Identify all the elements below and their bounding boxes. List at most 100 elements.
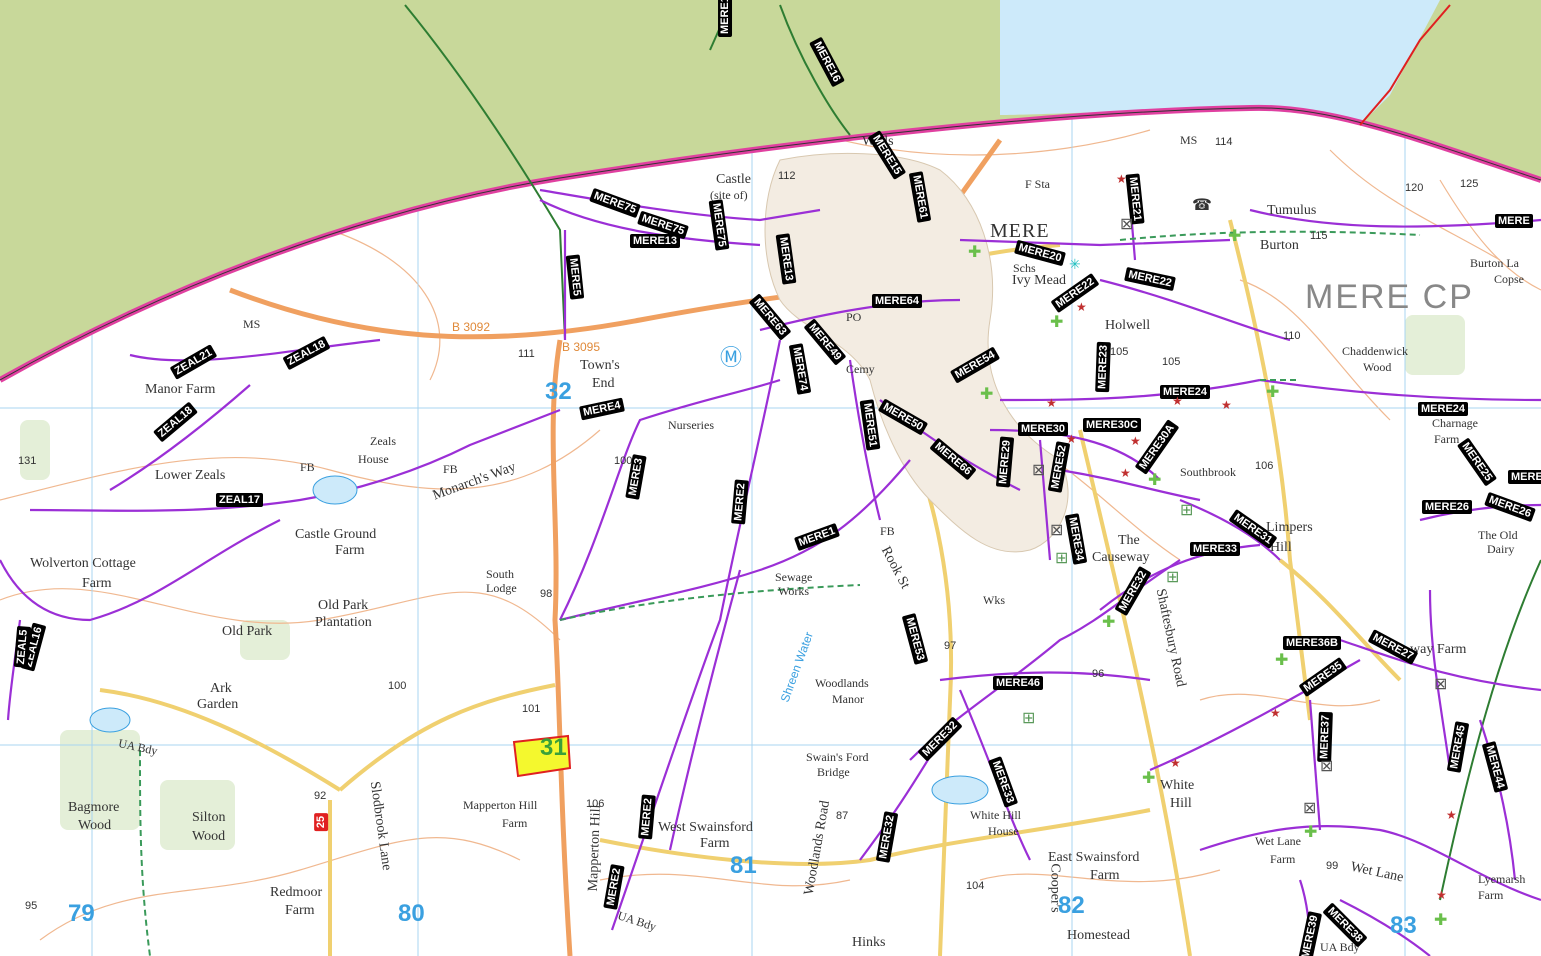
row-tag-mere: MERE <box>1508 470 1541 484</box>
contour-line <box>39 837 521 941</box>
grid-number-83: 83 <box>1390 912 1417 939</box>
right-of-way-path <box>1308 699 1322 831</box>
spot-height: 100 <box>388 680 407 692</box>
ancient-monument-icon: ★ <box>1076 300 1087 314</box>
place-white-hill-house: White Hill <box>970 808 1021 822</box>
junction-icon: ✚ <box>968 244 982 261</box>
place-west-swainsford-farm: Farm <box>700 836 730 851</box>
parcel-label: 31 <box>540 734 567 761</box>
spot-height: 105 <box>1110 346 1129 358</box>
place-castle-ground-farm: Farm <box>335 543 365 558</box>
right-of-way-path <box>1339 899 1431 956</box>
cross-box-icon: ⊠ <box>1032 462 1046 479</box>
right-of-way-path <box>1059 468 1201 502</box>
ancient-monument-icon: ★ <box>1446 808 1457 822</box>
ancient-monument-icon: ★ <box>1066 432 1077 446</box>
footpath-dashed <box>559 584 861 621</box>
place-nurseries: Nurseries <box>668 418 714 432</box>
spot-height: 114 <box>1215 136 1233 148</box>
right-of-way-path <box>0 519 281 622</box>
place-wet-lane-farm: Farm <box>1270 852 1296 866</box>
spot-height: 104 <box>966 880 985 892</box>
grid-number-80: 80 <box>398 900 425 927</box>
place-dairy: Dairy <box>1487 542 1515 556</box>
place-redmoor: Redmoor <box>270 885 323 900</box>
row-tag-mere16: MERE16 <box>718 0 733 38</box>
row-tag-mere23: MERE23 <box>1095 341 1111 393</box>
spot-height: 95 <box>25 900 38 912</box>
place-zeals: Zeals <box>370 434 396 448</box>
grid-number-32: 32 <box>545 378 572 405</box>
ancient-monument-icon: ★ <box>1172 394 1183 408</box>
place-silton-wood: Wood <box>192 829 226 844</box>
place-wolverton-cottage: Wolverton Cottage <box>30 556 136 571</box>
green-path <box>404 4 566 341</box>
place-bagmore: Bagmore <box>68 800 120 815</box>
row-tag-mere13: MERE13 <box>630 234 681 248</box>
row-tag-zeal17: ZEAL17 <box>216 493 263 507</box>
place-old-park: Old Park <box>222 624 273 639</box>
road-b <box>550 339 573 956</box>
place-southbrook: Southbrook <box>1180 465 1237 479</box>
place-hinks: Hinks <box>852 935 886 950</box>
contour-line <box>0 429 601 501</box>
grid-number-82: 82 <box>1058 892 1085 919</box>
place-white: White <box>1160 778 1195 793</box>
right-of-way-path <box>1478 719 1517 881</box>
place-cemy: Cemy <box>846 362 875 376</box>
road-minor <box>99 688 342 792</box>
right-of-way-path <box>1259 378 1541 402</box>
ancient-monument-icon: ★ <box>1170 756 1181 770</box>
place-mapperton-hill: Mapperton Hill <box>463 798 538 812</box>
junction-icon: ✚ <box>1050 314 1064 331</box>
place-limpers: Limpers <box>1266 520 1313 535</box>
spot-height: 106 <box>1255 460 1274 472</box>
junction-icon: ✚ <box>1304 824 1318 841</box>
spot-height: 112 <box>778 170 796 182</box>
row-tag-mere30c: MERE30C <box>1083 418 1141 432</box>
place-lyemarsh-farm: Farm <box>1478 888 1504 902</box>
row-tag-mere36b: MERE36B <box>1283 636 1341 650</box>
contour-line <box>979 869 1221 883</box>
place-lodge: Lodge <box>486 581 517 595</box>
place-ark: Ark <box>210 681 232 696</box>
place-the-old: The Old <box>1478 528 1518 542</box>
place-east-swainsford: East Swainsford <box>1048 850 1140 865</box>
place-sewage: Sewage <box>775 570 813 584</box>
place-old-park-plantation: Old Park <box>318 598 369 613</box>
place-charnage-farm: Farm <box>1434 432 1460 446</box>
parish-label: MERE CP <box>1305 278 1474 316</box>
spot-height: 125 <box>1460 178 1479 190</box>
place-wks: Wks <box>983 593 1005 607</box>
place-chaddenwick-wood: Wood <box>1363 360 1392 374</box>
road-minor <box>338 683 556 792</box>
place-west-swainsford: West Swainsford <box>658 820 753 835</box>
right-of-way-path <box>539 199 761 247</box>
right-of-way-path <box>559 378 781 621</box>
road-label-b3092: B 3092 <box>452 320 491 334</box>
junction-icon: ✚ <box>1228 228 1242 245</box>
contour-line <box>329 229 441 381</box>
place-castle-ground: Castle Ground <box>295 527 377 542</box>
woodland-patch <box>240 620 290 660</box>
place-tumulus: Tumulus <box>1267 203 1317 218</box>
row-tag-mere46: MERE46 <box>993 676 1044 690</box>
right-of-way-path <box>668 569 742 851</box>
spot-height: 92 <box>314 790 327 802</box>
cross-box-icon: ⊠ <box>1434 676 1448 693</box>
place-wolverton-farm: Farm <box>82 576 112 591</box>
ancient-monument-icon: ★ <box>1270 706 1281 720</box>
place-woodlands: Woodlands <box>815 676 869 690</box>
place-mapperton-farm: Farm <box>502 816 528 830</box>
pond <box>931 775 989 805</box>
parcel-31 <box>512 734 572 778</box>
grid-number-79: 79 <box>68 900 95 927</box>
ancient-monument-icon: ★ <box>1116 172 1127 186</box>
spot-height: 97 <box>944 640 957 652</box>
road-minor <box>599 808 1151 866</box>
place-burton: Burton <box>1260 238 1299 253</box>
place-homestead: Homestead <box>1067 928 1130 943</box>
spot-height: 98 <box>540 588 553 600</box>
place-swains-ford: Swain's Ford <box>806 750 869 764</box>
